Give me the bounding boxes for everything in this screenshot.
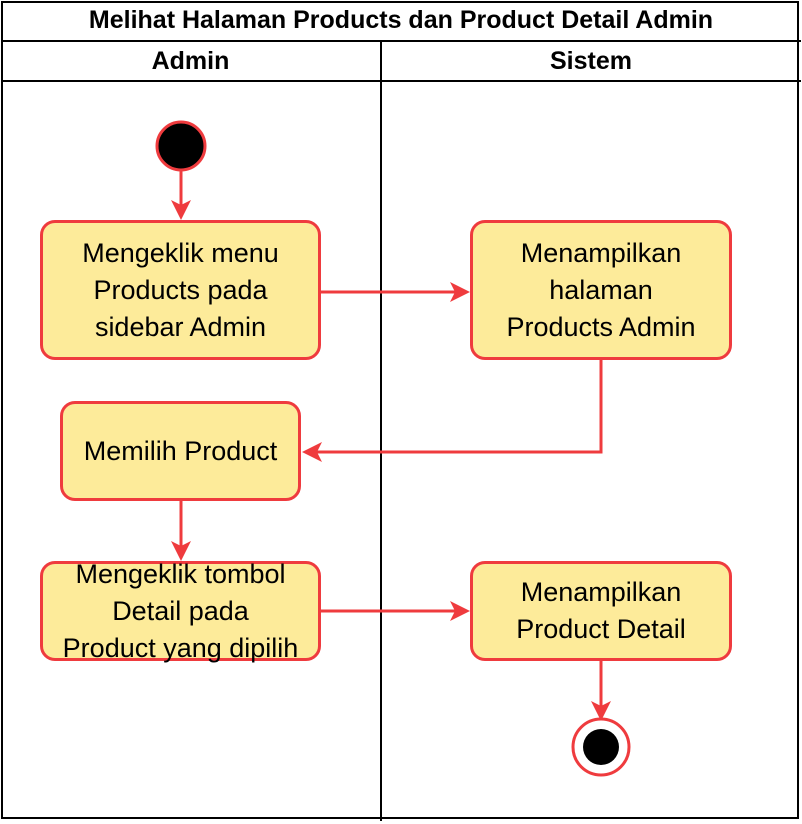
action-click-detail-button: Mengeklik tombol Detail pada Product yan… — [40, 559, 321, 663]
diagram-title: Melihat Halaman Products dan Product Det… — [88, 6, 714, 34]
action-choose-product: Memilih Product — [60, 401, 301, 501]
lane-divider — [380, 41, 382, 821]
lane-header-admin: Admin — [151, 46, 230, 75]
lane-header-sistem: Sistem — [550, 46, 632, 75]
action-click-products-menu: Mengeklik menu Products pada sidebar Adm… — [40, 220, 321, 360]
lane-header-divider — [1, 80, 801, 82]
action-show-product-detail: Menampilkan Product Detail — [470, 561, 732, 661]
action-show-products-page: Menampilkan halaman Products Admin — [470, 220, 732, 360]
title-divider — [1, 40, 801, 42]
